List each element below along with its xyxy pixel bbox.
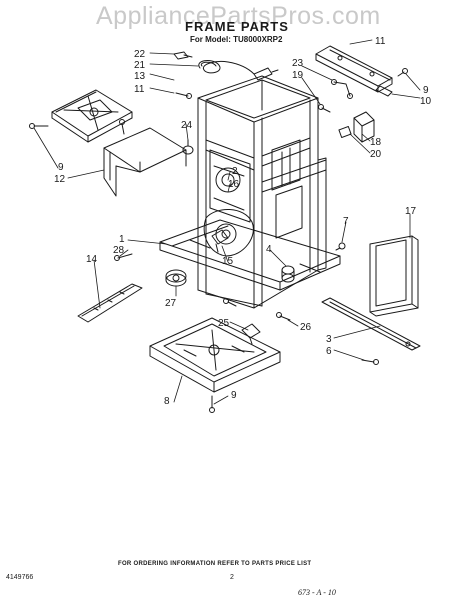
part-24-knob	[182, 139, 194, 155]
callout-7: 7	[343, 216, 349, 227]
callout-18: 18	[370, 137, 382, 148]
callout-11-top-right: 11	[375, 36, 386, 47]
callout-17: 17	[405, 206, 417, 217]
callout-27: 27	[165, 298, 177, 309]
callout-24: 24	[181, 120, 193, 131]
screw-6	[361, 359, 379, 365]
screw-9-left	[29, 123, 49, 129]
callout-14: 14	[86, 254, 98, 265]
diagram-title: FRAME PARTS	[185, 19, 289, 34]
top-right-small-brackets	[375, 68, 408, 97]
power-cord	[198, 60, 279, 81]
page-number: 2	[230, 574, 234, 581]
screw-9-bottom	[209, 395, 215, 413]
callout-25: 25	[218, 318, 230, 329]
callout-11-left: 11	[134, 84, 145, 95]
screw-11-left	[175, 92, 192, 99]
callout-2: 2	[232, 166, 238, 177]
callout-9-left: 9	[58, 162, 64, 173]
screw-7	[335, 242, 346, 251]
cord-plug-clip	[173, 51, 193, 60]
left-bracket-panel	[51, 89, 133, 143]
callout-9-top-right: 9	[423, 85, 429, 96]
model-line: For Model: TU8000XRP2	[190, 35, 283, 44]
callout-23: 23	[292, 58, 304, 69]
kick-plate-strip	[77, 283, 143, 323]
part-4-stud	[281, 265, 295, 283]
top-right-bracket	[315, 45, 393, 93]
rear-panel	[369, 235, 419, 317]
latch-assembly	[338, 111, 375, 143]
callout-8: 8	[164, 396, 170, 407]
main-frame	[159, 75, 341, 309]
screw-28	[114, 253, 133, 261]
watermark: AppliancePartsPros.com	[96, 2, 381, 30]
left-cover-shield	[103, 127, 187, 197]
callout-3: 3	[326, 334, 332, 345]
callout-20: 20	[370, 149, 382, 160]
screw-26	[276, 312, 291, 321]
screw-upper-left	[119, 119, 125, 135]
callout-15: 15	[222, 256, 234, 267]
callout-4: 4	[266, 244, 272, 255]
callout-leader-lines	[33, 39, 421, 405]
ordering-footnote: FOR ORDERING INFORMATION REFER TO PARTS …	[118, 561, 312, 567]
right-base-rail	[321, 297, 421, 351]
callout-26: 26	[300, 322, 312, 333]
callout-22: 22	[134, 49, 146, 60]
caster-foot	[165, 269, 187, 287]
callout-16: 16	[228, 179, 240, 190]
callout-6: 6	[326, 346, 332, 357]
callout-19: 19	[292, 70, 304, 81]
callout-21: 21	[134, 60, 146, 71]
callout-12: 12	[54, 174, 66, 185]
link-arm	[331, 79, 353, 99]
callout-10: 10	[420, 96, 432, 107]
callout-28: 28	[113, 245, 125, 256]
callout-13: 13	[134, 71, 146, 82]
bottom-pan	[149, 317, 281, 393]
callout-labels: 22 21 13 11 11 23 19 9 10 24 9 12 18 20 …	[54, 36, 432, 407]
part-15-coupler	[211, 229, 229, 253]
callout-9-bottom: 9	[231, 390, 237, 401]
document-number: 4149766	[6, 574, 34, 581]
callout-1: 1	[119, 234, 125, 245]
screw-19	[318, 104, 331, 113]
handwritten-code: 673 - A - 10	[298, 588, 336, 597]
